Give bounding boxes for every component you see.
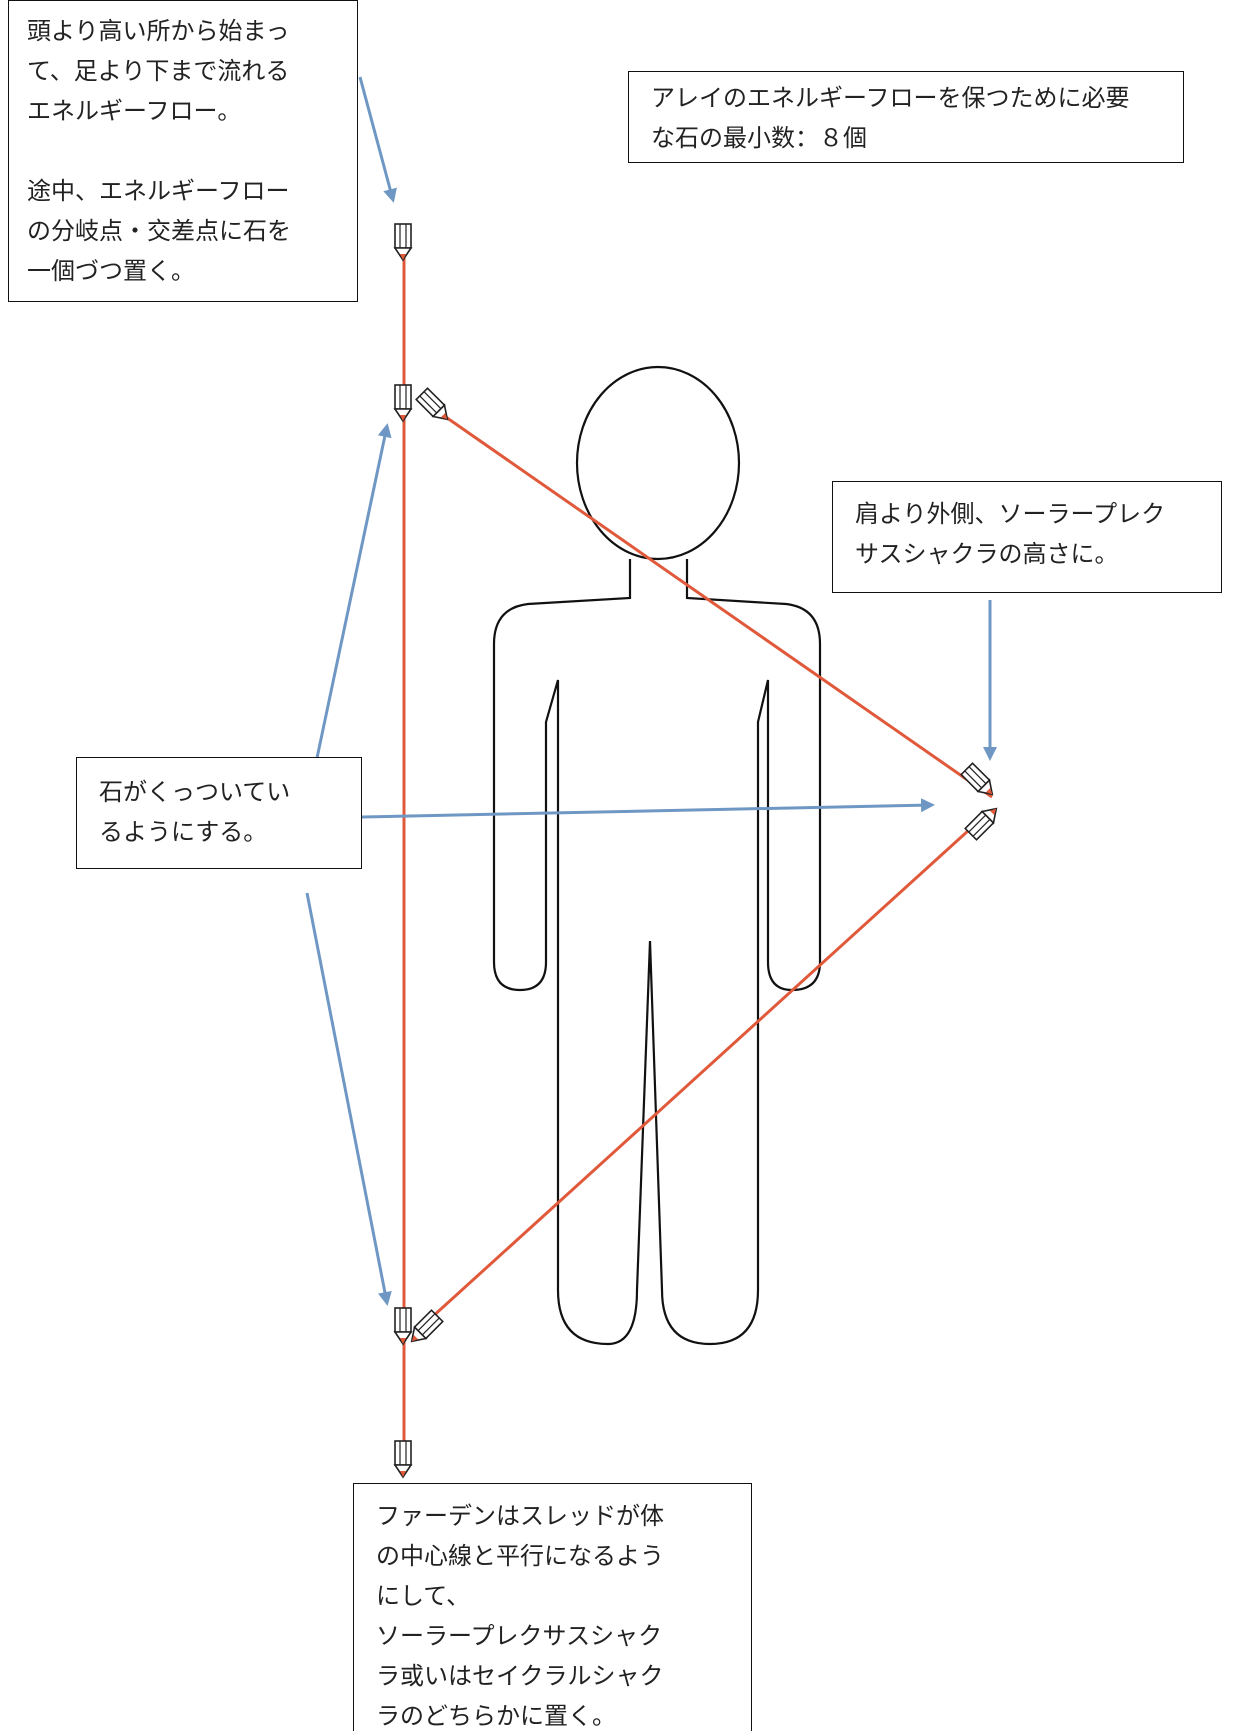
note-stones-touching-line2: るようにする。 xyxy=(99,818,268,846)
note-energy-flow-line3: エネルギーフロー。 xyxy=(27,97,242,125)
stone-upper-vertical xyxy=(394,384,412,422)
head xyxy=(575,365,741,561)
note-energy-flow-line6: 一個づつ置く。 xyxy=(27,257,195,285)
note-minimum-stones: アレイのエネルギーフローを保つために必要 な石の最小数：８個 xyxy=(628,71,1184,163)
energy-flow xyxy=(402,255,993,1460)
stone-right-lower xyxy=(964,802,1003,841)
note-energy-flow-line1: 頭より高い所から始まっ xyxy=(27,17,290,45)
note-stones-touching-line1: 石がくっついてい xyxy=(99,778,291,806)
note-shoulder-position-line1: 肩より外側、ソーラープレク xyxy=(855,500,1166,528)
note-minimum-stones-line2: な石の最小数：８個 xyxy=(651,124,867,152)
stone-right-upper xyxy=(960,762,999,801)
note-faden-placement-line4: ソーラープレクサスシャク xyxy=(376,1622,663,1650)
stone-upper-diagonal xyxy=(415,387,454,426)
arrow-to-right-stones xyxy=(361,798,935,819)
note-faden-placement-line3: にして、 xyxy=(376,1582,471,1610)
note-energy-flow-line5: の分岐点・交差点に石を xyxy=(27,217,291,245)
lower-diagonal-line xyxy=(418,818,982,1330)
pointer-arrows xyxy=(305,76,997,1306)
upper-diagonal-line xyxy=(439,411,993,799)
note-shoulder-position-line2: サスシャクラの高さに。 xyxy=(855,540,1119,568)
stone-lower-vertical xyxy=(394,1307,412,1345)
note-energy-flow-line4: 途中、エネルギーフロー xyxy=(27,177,290,205)
note-faden-placement-line2: の中心線と平行になるよう xyxy=(376,1542,664,1570)
body-outline xyxy=(492,559,822,1346)
note-faden-placement: ファーデンはスレッドが体 の中心線と平行になるよう にして、 ソーラープレクサス… xyxy=(353,1483,752,1731)
note-minimum-stones-line1: アレイのエネルギーフローを保つために必要 xyxy=(651,84,1130,112)
note-shoulder-position: 肩より外側、ソーラープレク サスシャクラの高さに。 xyxy=(832,481,1222,593)
arrow-to-top-stone xyxy=(358,76,397,203)
note-faden-placement-line6: ラのどちらかに置く。 xyxy=(376,1702,616,1730)
arrow-to-lower-stone xyxy=(305,892,392,1306)
note-energy-flow: 頭より高い所から始まっ て、足より下まで流れる エネルギーフロー。 途中、エネル… xyxy=(8,0,358,302)
stones xyxy=(394,223,1003,1478)
note-energy-flow-line2: て、足より下まで流れる xyxy=(27,57,290,85)
stone-bottom xyxy=(394,1440,412,1478)
note-faden-placement-line5: ラ或いはセイクラルシャク xyxy=(376,1662,664,1690)
note-faden-placement-line1: ファーデンはスレッドが体 xyxy=(376,1502,664,1530)
stone-top xyxy=(394,223,412,261)
arrow-to-upper-stone xyxy=(315,423,392,759)
note-stones-touching: 石がくっついてい るようにする。 xyxy=(76,757,362,869)
human-figure xyxy=(492,365,822,1346)
